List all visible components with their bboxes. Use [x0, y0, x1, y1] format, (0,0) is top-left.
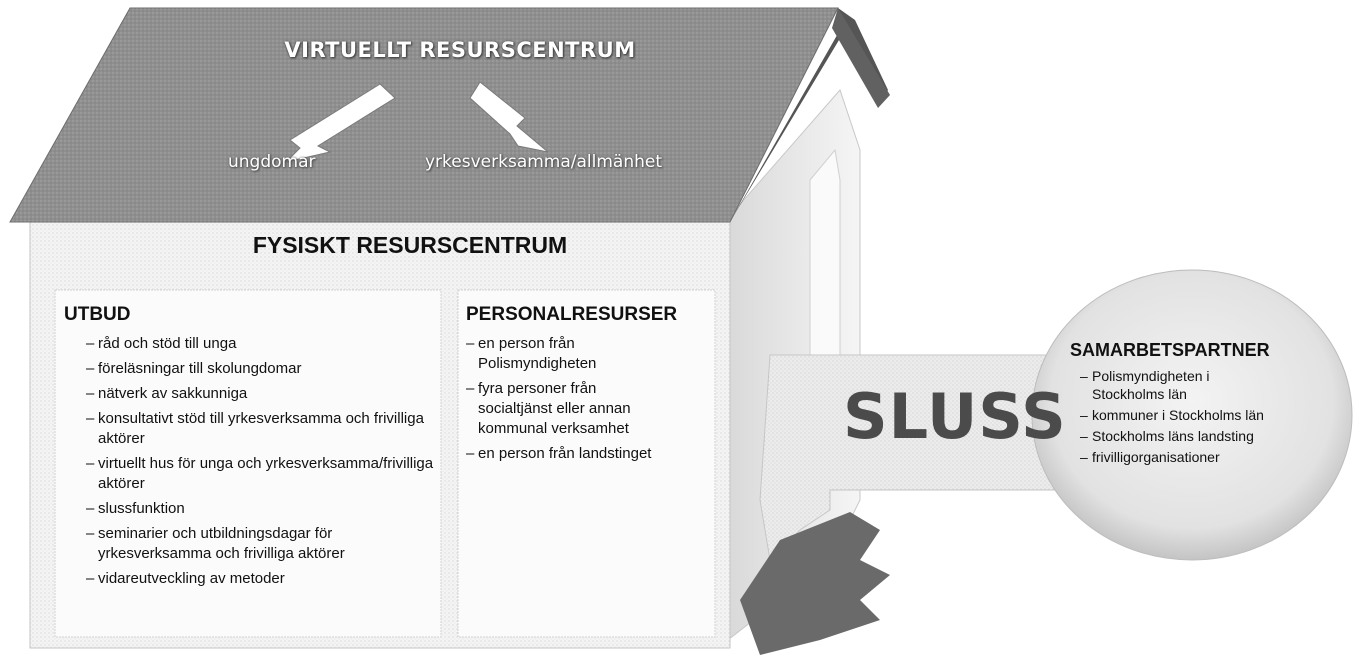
- list-item: –Stockholms läns landsting: [1080, 428, 1254, 444]
- list-item: –konsultativt stöd till yrkesverksamma o…: [86, 410, 424, 447]
- utbud-box-frame: [54, 289, 442, 638]
- list-item: –Polismyndigheten i Stockholms län: [1080, 368, 1210, 402]
- roof-eave: [832, 8, 890, 108]
- list-item: –kommuner i Stockholms län: [1080, 407, 1264, 423]
- list-item: –råd och stöd till unga: [86, 335, 237, 352]
- partner-heading: SAMARBETSPARTNER: [1070, 340, 1270, 360]
- list-item: –nätverk av sakkunniga: [86, 385, 248, 402]
- sluss-label: SLUSS: [843, 380, 1067, 453]
- list-item: –virtuellt hus för unga och yrkesverksam…: [86, 455, 434, 492]
- roof-label-ungdomar: ungdomar: [228, 152, 316, 172]
- roof-title: VIRTUELLT RESURSCENTRUM: [284, 38, 636, 62]
- samarbetspartner-box: SAMARBETSPARTNER –Polismyndigheten i Sto…: [1070, 340, 1340, 469]
- roof-label-yrkesverksamma: yrkesverksamma/allmänhet: [425, 152, 663, 172]
- arrow-ungdomar-icon: [284, 83, 396, 163]
- key-head: [1031, 269, 1353, 561]
- list-item: –seminarier och utbildningsdagar för yrk…: [86, 525, 345, 562]
- list-item: –slussfunktion: [86, 500, 185, 517]
- house-title: FYSISKT RESURSCENTRUM: [252, 232, 568, 258]
- personalresurser-box: PERSONALRESURSER –en person från Polismy…: [466, 304, 711, 469]
- partner-list: –Polismyndigheten i Stockholms län –komm…: [1070, 367, 1270, 466]
- list-item: –fyra personer från socialtjänst eller a…: [466, 380, 631, 437]
- utbud-box: UTBUD –råd och stöd till unga –föreläsni…: [64, 304, 439, 594]
- personal-box-frame: [457, 289, 716, 638]
- personal-list: –en person från Polismyndigheten –fyra p…: [466, 334, 666, 464]
- arrow-yrkesverksamma-icon: [469, 81, 549, 153]
- list-item: –föreläsningar till skolungdomar: [86, 360, 302, 377]
- key-teeth: [740, 512, 890, 655]
- list-item: –vidareutveckling av metoder: [86, 570, 285, 587]
- personal-heading: PERSONALRESURSER: [466, 304, 678, 325]
- list-item: –en person från landstinget: [466, 445, 652, 462]
- list-item: –frivilligorganisationer: [1080, 449, 1220, 465]
- list-item: –en person från Polismyndigheten: [466, 335, 597, 372]
- utbud-list: –råd och stöd till unga –föreläsningar t…: [64, 334, 439, 589]
- utbud-heading: UTBUD: [64, 304, 131, 325]
